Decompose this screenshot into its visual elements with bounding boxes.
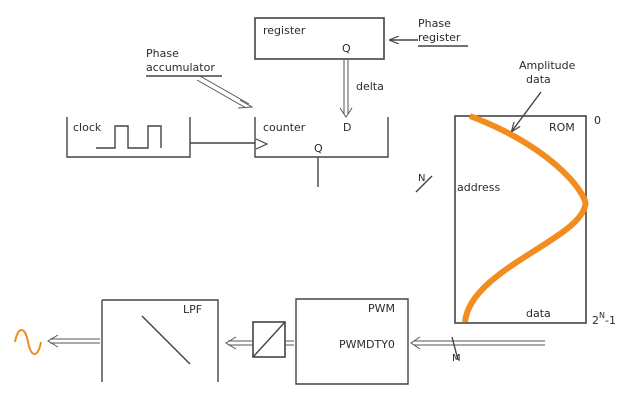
pwm-block: PWM PWMDTY0 [295,298,409,385]
rom-top-value: 0 [594,114,601,127]
delta-label: delta [356,80,384,93]
rom-bottom-sup: N [599,311,605,320]
rom-sine-curve [462,113,589,323]
data-bus: M [410,336,545,364]
lpf-filter-icon [141,315,191,365]
clock-label: clock [73,121,102,134]
phase-register-line1: Phase [418,17,451,30]
counter-block: counter D Q [254,117,389,187]
rom-address-label: address [457,181,500,194]
lpf-output-arrow [47,334,100,348]
clock-input-triangle [255,138,269,150]
address-width-label: N [418,173,425,184]
dac-block [252,321,286,358]
clock-block: clock [66,117,255,158]
amplitude-line2: data [526,73,551,86]
counter-d-port: D [343,121,351,134]
phase-accumulator-line1: Phase [146,47,179,60]
register-label: register [263,24,306,37]
phase-accumulator-line2: accumulator [146,61,215,74]
delta-arrow: delta [339,60,384,118]
dac-diagonal-icon [252,321,286,358]
lpf-title: LPF [183,303,202,316]
rom-title: ROM [549,121,575,134]
counter-q-port: Q [314,142,323,155]
amplitude-line1: Amplitude [519,59,576,72]
rom-block: ROM address data 0 2N-1 [454,113,616,327]
pwm-title: PWM [368,302,395,315]
amplitude-arrow [512,91,542,131]
clock-waveform-icon [96,125,162,149]
pwm-register-label: PWMDTY0 [339,338,395,351]
lpf-block: LPF [101,299,219,382]
amplitude-annotation: Amplitude data [512,59,576,131]
address-bus: N [415,173,433,193]
phase-accumulator-annotation: Phase accumulator [146,47,254,109]
data-width-label: M [452,353,461,364]
output-sine-icon [14,329,42,355]
register-q-port: Q [342,42,351,55]
counter-label: counter [263,121,306,134]
rom-bottom-value: 2 [592,314,599,327]
svg-text:2N-1: 2N-1 [592,311,616,327]
rom-data-label: data [526,307,551,320]
phase-register-line2: register [418,31,461,44]
phase-register-annotation: Phase register [390,17,468,47]
register-block: register Q [254,17,385,60]
rom-bottom-suffix: -1 [605,314,616,327]
